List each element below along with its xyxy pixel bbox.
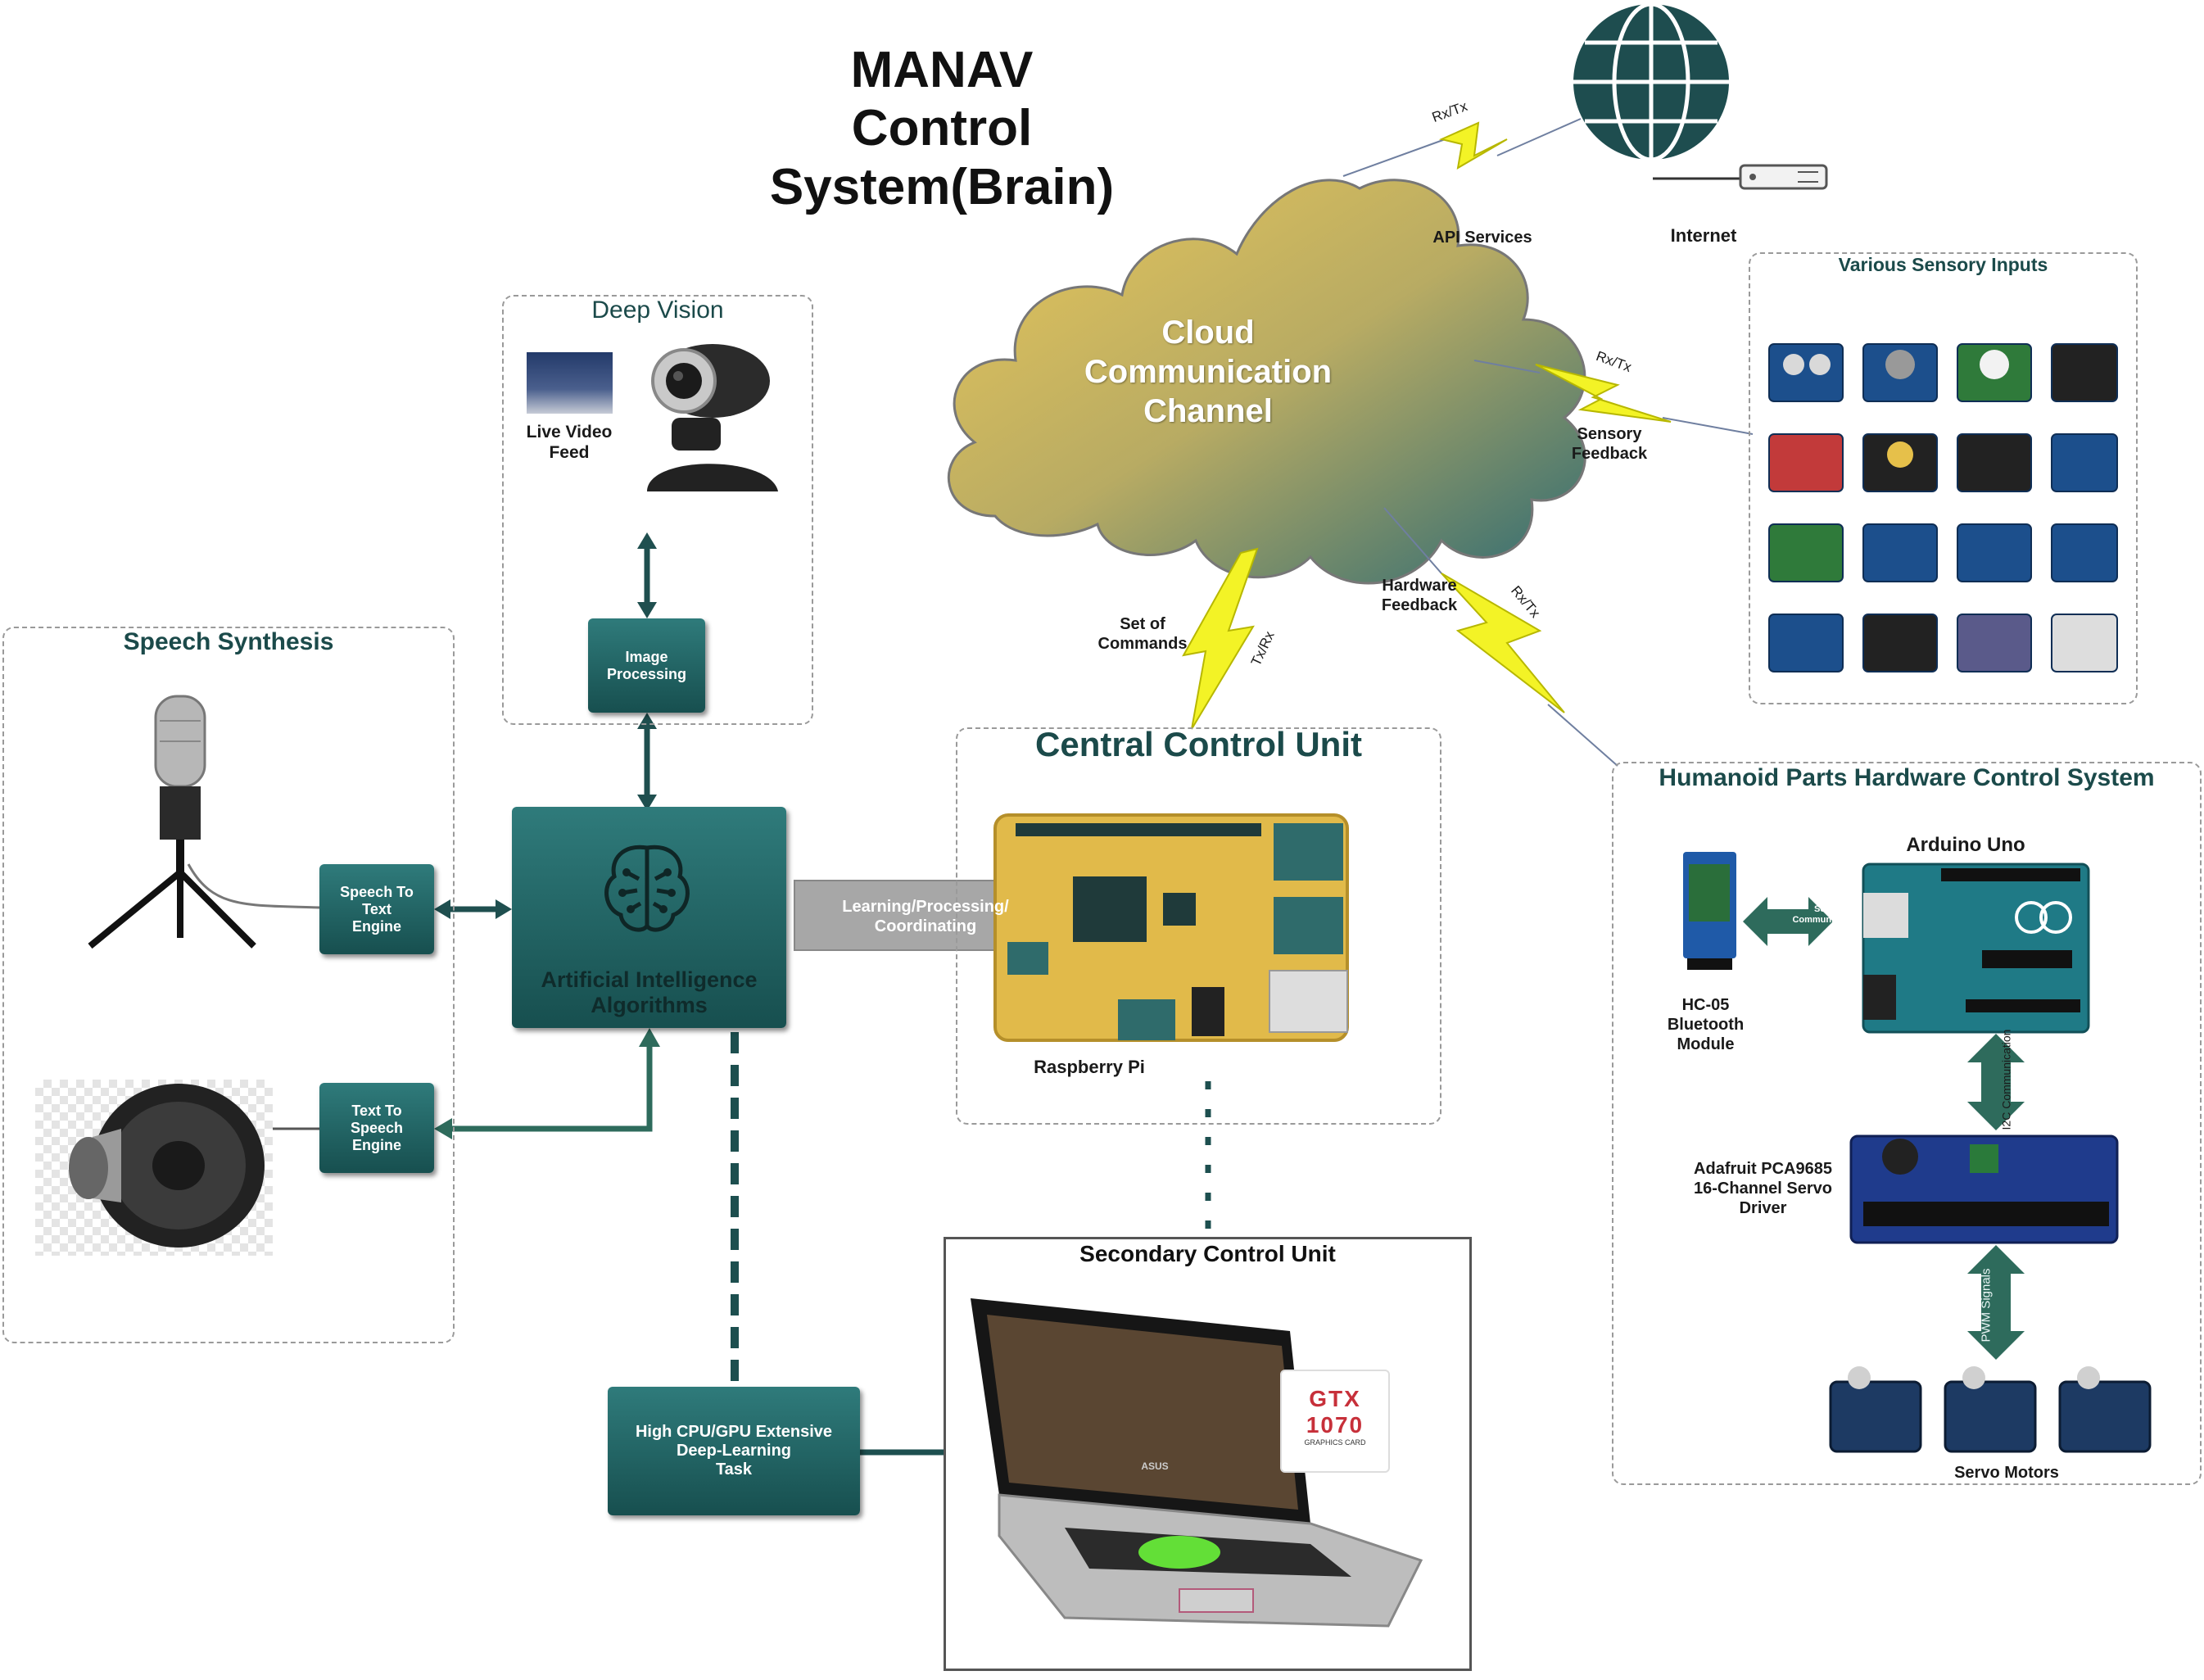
image-processing-box: Image Processing — [588, 618, 705, 713]
arduino-label: Arduino Uno — [1906, 834, 2025, 856]
arrow-ai-tts — [434, 1028, 660, 1139]
speech-synthesis-title: Speech Synthesis — [123, 628, 334, 655]
sensory-inputs-title: Various Sensory Inputs — [1838, 254, 2048, 275]
i2c-label: I2C Communication — [1999, 1029, 2013, 1130]
raspberry-pi-board — [993, 813, 1349, 1042]
central-control-title: Central Control Unit — [1035, 725, 1362, 763]
central-arrow-label: Learning/Processing/ Coordinating — [842, 898, 1009, 935]
deep-learning-task-label: High CPU/GPU Extensive Deep-Learning Tas… — [635, 1423, 833, 1478]
central-control-panel — [956, 727, 1441, 1125]
brain-icon — [604, 845, 690, 932]
deep-vision-panel — [502, 295, 813, 725]
set-of-commands-label: Set of Commands — [1097, 615, 1188, 653]
mic-cable — [187, 863, 320, 909]
image-processing-label: Image Processing — [606, 648, 687, 682]
serial-arrow — [1743, 897, 1833, 946]
arrow-camera-image-processing — [637, 532, 657, 618]
title-line1: MANAV — [850, 42, 1034, 98]
speech-synthesis-panel — [2, 627, 455, 1343]
page-title: MANAV Control System(Brain) — [680, 41, 1204, 216]
text-to-speech-label: Text To Speech Engine — [350, 1102, 404, 1153]
pca9685-label: Adafruit PCA9685 16-Channel Servo Driver — [1694, 1160, 1832, 1217]
title-line2: Control System(Brain) — [769, 100, 1115, 215]
arduino-board — [1862, 863, 2090, 1034]
webcam-icon — [647, 344, 778, 491]
raspberry-pi-label: Raspberry Pi — [1034, 1057, 1145, 1077]
humanoid-control-panel — [1612, 762, 2202, 1485]
deep-vision-title: Deep Vision — [591, 297, 724, 324]
speaker-image — [35, 1080, 273, 1256]
gtx-line1: GTX — [1309, 1386, 1361, 1411]
secondary-control-panel — [944, 1237, 1472, 1671]
laptop-image — [971, 1298, 1423, 1628]
pwm-arrow — [1967, 1245, 2025, 1360]
speech-to-text-label: Speech To Text Engine — [340, 883, 414, 935]
microphone-icon — [88, 695, 256, 949]
arrow-stt-ai — [434, 899, 512, 919]
globe-icon — [1573, 2, 1729, 162]
hardware-feedback-label: Hardware Feedback — [1381, 577, 1458, 614]
gtx-line3: GRAPHICS CARD — [1304, 1438, 1366, 1447]
gtx-badge: GTX 1070 GRAPHICS CARD — [1280, 1370, 1390, 1473]
pca9685-board — [1849, 1134, 2119, 1244]
api-services-label: API Services — [1432, 229, 1532, 247]
serial-label: Serial Communication — [1792, 904, 1861, 926]
i2c-arrow — [1967, 1034, 2025, 1130]
internet-label: Internet — [1670, 225, 1737, 246]
link-cloud-internet — [1342, 118, 1582, 177]
sensory-inputs-panel — [1749, 252, 2138, 704]
laptop-brand: ASUS — [1141, 1460, 1169, 1472]
deep-learning-task-box: High CPU/GPU Extensive Deep-Learning Tas… — [608, 1387, 860, 1515]
speech-to-text-box: Speech To Text Engine — [319, 864, 434, 954]
hc05-module — [1683, 852, 1736, 970]
secondary-control-title: Secondary Control Unit — [1079, 1241, 1336, 1266]
link-cloud-central — [1182, 547, 1259, 730]
text-to-speech-box: Text To Speech Engine — [319, 1083, 434, 1173]
gtx-line2: 1070 — [1306, 1412, 1364, 1438]
arrow-image-processing-ai — [637, 713, 657, 811]
speaker-icon — [69, 1084, 265, 1248]
cloud-label: Cloud Communication Channel — [1084, 315, 1333, 429]
ai-algorithms-label: Artificial Intelligence Algorithms — [541, 967, 758, 1017]
sensory-feedback-label: Sensory Feedback — [1571, 425, 1648, 463]
live-video-label: Live Video Feed — [526, 423, 613, 463]
humanoid-control-title: Humanoid Parts Hardware Control System — [1659, 764, 2155, 791]
hc05-label: HC-05 Bluetooth Module — [1667, 996, 1745, 1053]
servo-motors-icon — [1829, 1366, 2152, 1453]
wifi-dongle-icon — [1653, 164, 1828, 190]
servo-motors-label: Servo Motors — [1954, 1464, 2059, 1482]
live-video-thumbnail — [527, 352, 613, 414]
cloud-shape — [947, 179, 1586, 585]
link-cloud-humanoid — [1383, 507, 1618, 767]
sensor-modules-grid — [1768, 343, 2118, 672]
link-cloud-sensors — [1473, 360, 1754, 435]
pwm-label: PWM Signals — [1979, 1268, 1994, 1343]
